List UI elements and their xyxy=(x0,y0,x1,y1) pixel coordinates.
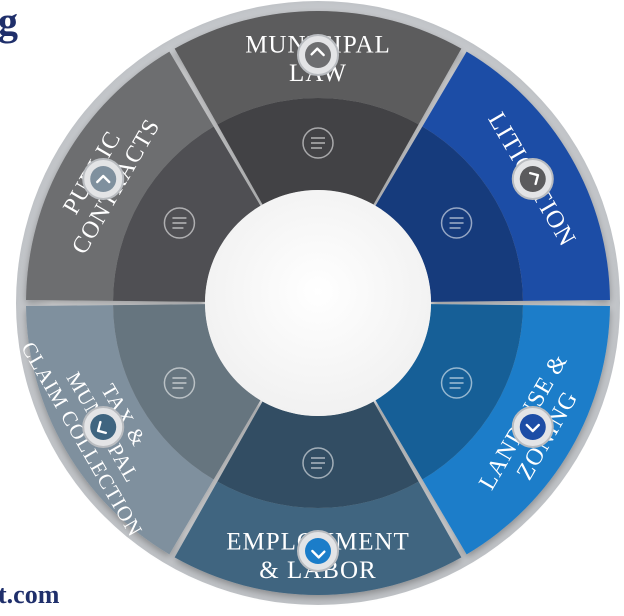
page-text-fragment-top: g xyxy=(0,0,18,44)
corner-arrow-icon xyxy=(96,420,107,435)
globe-icon xyxy=(440,367,473,399)
segment-public-contracts-inner[interactable] xyxy=(113,126,261,302)
segment-municipal-law-inner[interactable] xyxy=(217,98,419,205)
connector-litigation-landuse[interactable] xyxy=(511,406,554,448)
corner-arrow-icon xyxy=(310,47,325,57)
connector-tax-public[interactable] xyxy=(82,158,125,200)
envelope-document-icon xyxy=(163,207,196,239)
segment-employment-labor-inner[interactable] xyxy=(217,401,419,508)
connector-landuse-employment[interactable] xyxy=(297,530,339,572)
segment-tax-municipal-claim-inner[interactable] xyxy=(113,304,261,480)
corner-arrow-icon xyxy=(311,549,326,559)
scales-of-justice-icon xyxy=(440,207,473,239)
connector-employment-tax[interactable] xyxy=(82,406,125,448)
segment-land-use-zoning-inner[interactable] xyxy=(375,304,523,480)
segment-litigation-inner[interactable] xyxy=(375,126,523,302)
center-hub xyxy=(205,190,431,416)
chevron-down-icon xyxy=(525,423,540,433)
connector-municipal-litigation[interactable] xyxy=(511,158,554,200)
connector-municipal-public[interactable] xyxy=(297,34,339,76)
dollar-coin-icon xyxy=(163,367,196,399)
traffic-sign-icon xyxy=(302,127,334,159)
page-text-fragment-bottom: t.com xyxy=(0,580,60,609)
corner-arrow-icon xyxy=(529,171,540,186)
chevron-up-icon xyxy=(96,174,111,184)
worker-hardhat-icon xyxy=(302,447,334,479)
